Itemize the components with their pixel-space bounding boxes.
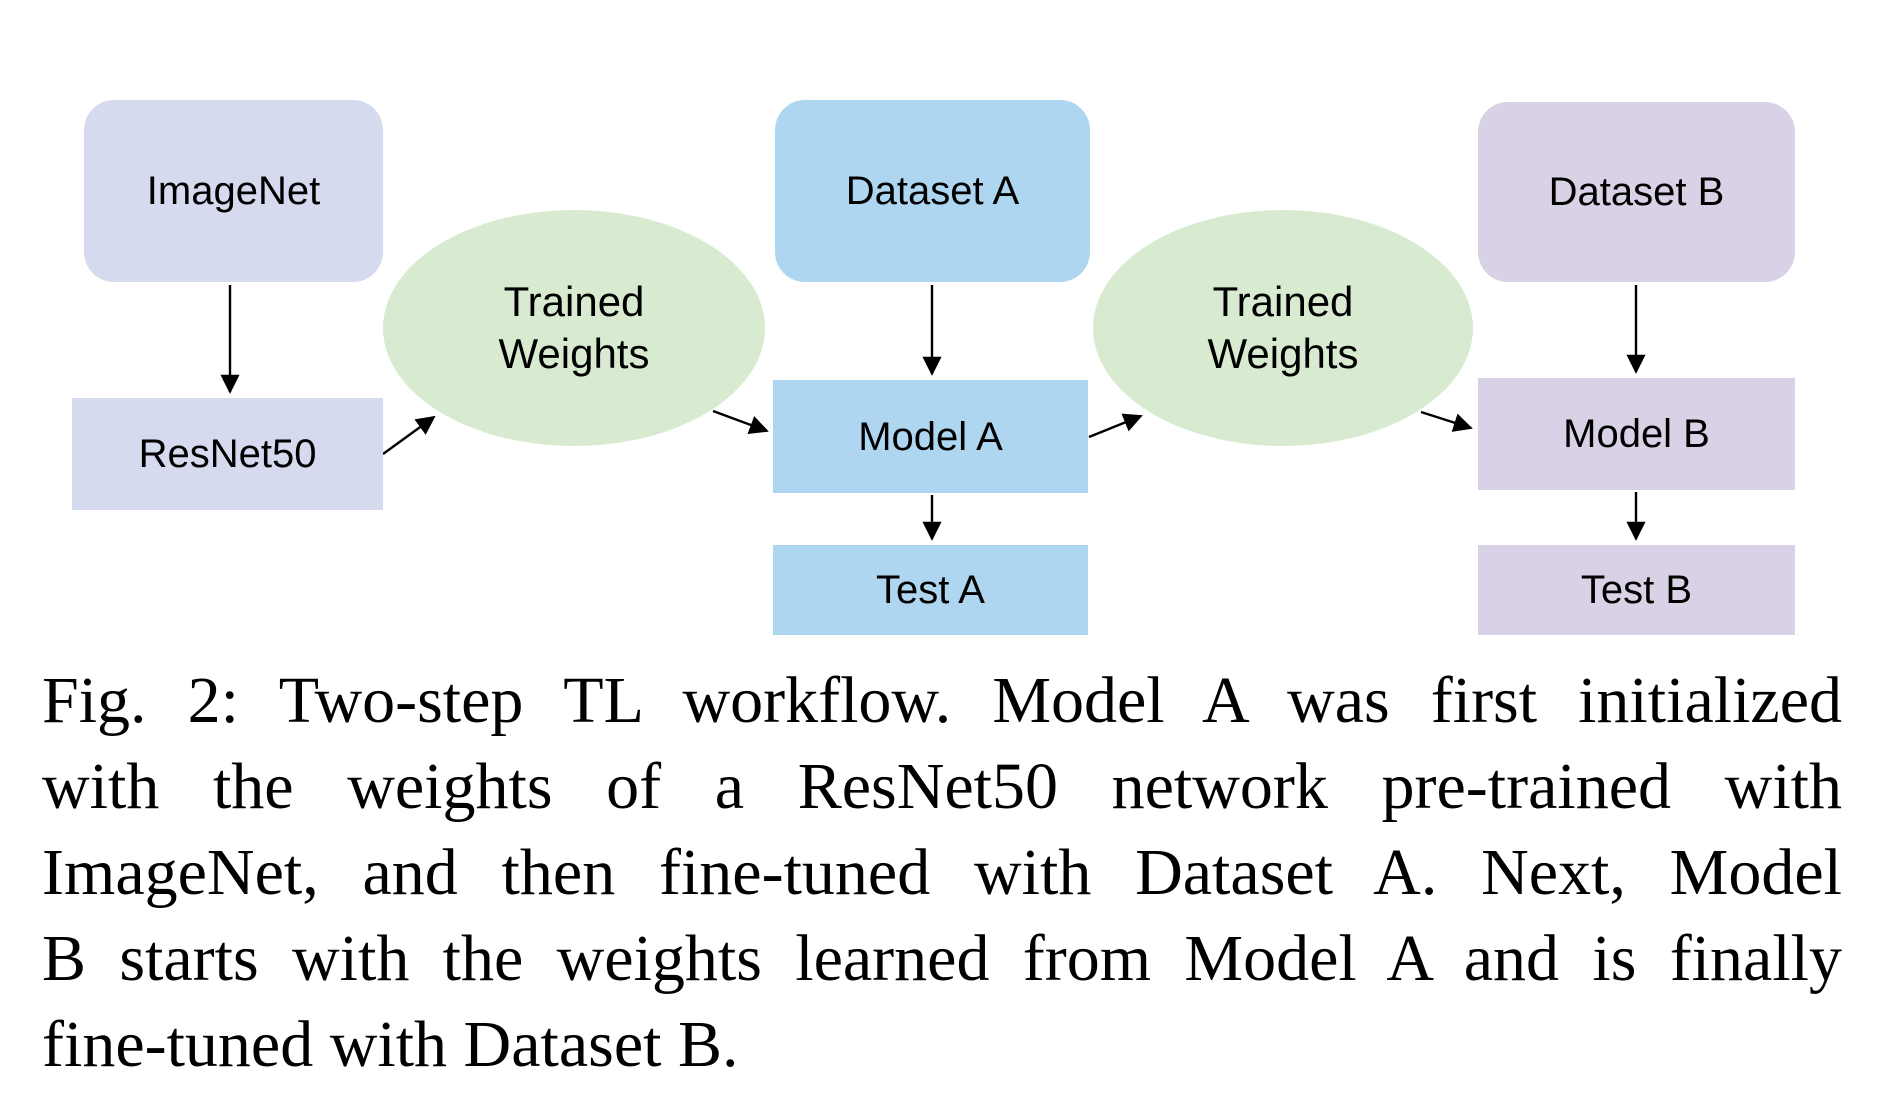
node-dataset-a: Dataset A: [775, 100, 1090, 282]
caption-line-5: fine-tuned with Dataset B.: [42, 1008, 739, 1081]
node-test-b-label: Test B: [1580, 568, 1693, 612]
caption-line-4: B starts with the weights learned from M…: [42, 922, 1842, 995]
node-dataset-b: Dataset B: [1478, 102, 1795, 282]
node-trained-weights-1-label-line1: Trained: [503, 278, 645, 325]
caption-line-1: Fig. 2: Two-step TL workflow. Model A wa…: [42, 664, 1842, 737]
node-model-a: Model A: [773, 380, 1088, 493]
node-imagenet-label: ImageNet: [146, 169, 321, 213]
node-trained-weights-1-label-line2: Weights: [498, 330, 650, 377]
node-resnet50-label: ResNet50: [138, 432, 317, 476]
node-model-b: Model B: [1478, 378, 1795, 490]
node-test-a-label: Test A: [876, 568, 985, 612]
arrow-trained-weights-2-to-model-b: [1420, 410, 1473, 432]
figure-caption: Fig. 2: Two-step TL workflow. Model A wa…: [42, 658, 1842, 1088]
node-test-b: Test B: [1478, 545, 1795, 635]
node-model-b-label: Model B: [1563, 412, 1710, 456]
arrow-resnet50-to-trained-weights-1: [382, 415, 436, 455]
node-trained-weights-2-label-line1: Trained: [1212, 278, 1354, 325]
node-trained-weights-2-label-line2: Weights: [1207, 330, 1359, 377]
arrow-trained-weights-1-to-model-a: [712, 409, 769, 435]
node-test-a: Test A: [773, 545, 1088, 635]
node-trained-weights-2: Trained Weights: [1093, 210, 1473, 446]
node-dataset-a-label: Dataset A: [845, 169, 1020, 213]
node-model-a-label: Model A: [858, 414, 1003, 459]
node-dataset-b-label: Dataset B: [1548, 170, 1725, 214]
node-imagenet: ImageNet: [84, 100, 383, 282]
arrow-model-a-to-trained-weights-2: [1088, 413, 1143, 439]
node-trained-weights-1: Trained Weights: [383, 210, 765, 446]
node-resnet50: ResNet50: [72, 398, 383, 510]
caption-line-2: with the weights of a ResNet50 network p…: [42, 750, 1842, 823]
caption-line-3: ImageNet, and then fine-tuned with Datas…: [42, 836, 1842, 909]
